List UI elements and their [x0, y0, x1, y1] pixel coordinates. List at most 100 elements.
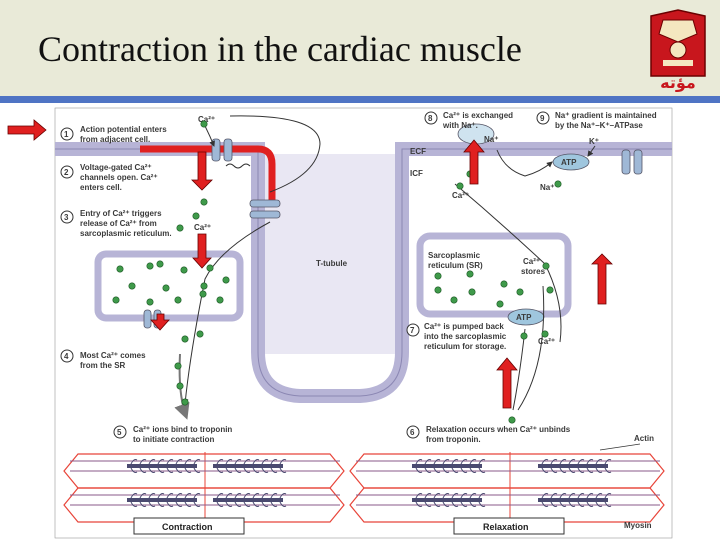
- myosin-head: [469, 493, 477, 507]
- red-arrow-left: [7, 119, 47, 141]
- svg-text:by the Na⁺–K⁺–ATPase: by the Na⁺–K⁺–ATPase: [555, 121, 643, 130]
- svg-text:5: 5: [117, 428, 122, 437]
- svg-text:Na⁺ gradient is maintained: Na⁺ gradient is maintained: [555, 111, 657, 120]
- ca-ion-dot: [496, 300, 504, 308]
- flow-arrow: [496, 149, 553, 177]
- ca-ion-dot: [456, 182, 464, 190]
- na-k-atpase: [552, 153, 590, 171]
- myosin-head: [415, 459, 423, 473]
- red-arrow-up: [463, 139, 485, 185]
- svg-text:to initiate contraction: to initiate contraction: [133, 435, 214, 444]
- flow-arrow: [204, 125, 215, 147]
- ca-release-arrow: [174, 353, 190, 420]
- step-9: 9 Na⁺ gradient is maintained by the Na⁺–…: [536, 111, 657, 130]
- svg-text:channels open. Ca²⁺: channels open. Ca²⁺: [80, 173, 158, 182]
- relaxation-label: Relaxation: [483, 522, 529, 532]
- red-arrow-down: [192, 233, 212, 269]
- red-arrow-down: [150, 313, 170, 331]
- svg-text:from troponin.: from troponin.: [426, 435, 481, 444]
- svg-text:into the sarcoplasmic: into the sarcoplasmic: [424, 332, 507, 341]
- svg-text:Ca²⁺ is pumped back: Ca²⁺ is pumped back: [424, 322, 504, 331]
- flow-arrow: [182, 221, 271, 405]
- sarcomere-relaxed: [349, 452, 665, 524]
- myosin-head: [270, 493, 278, 507]
- relaxation-box: [453, 517, 565, 535]
- svg-text:8: 8: [428, 114, 433, 123]
- svg-text:Voltage-gated Ca²⁺: Voltage-gated Ca²⁺: [80, 163, 152, 172]
- myosin-head: [225, 493, 233, 507]
- step-7: 7 Ca²⁺ is pumped back into the sarcoplas…: [406, 322, 507, 351]
- ca-ion-dot: [468, 288, 476, 296]
- svg-text:3: 3: [64, 213, 69, 222]
- myosin-head: [130, 493, 138, 507]
- myosin-head: [175, 493, 183, 507]
- myosin-head: [139, 459, 147, 473]
- myosin-head: [433, 459, 441, 473]
- contraction-label: Contraction: [162, 522, 213, 532]
- red-arrow-up: [496, 357, 518, 409]
- myosin-head: [586, 493, 594, 507]
- receptor-block: [249, 199, 281, 208]
- sr-label: Sarcoplasmic: [428, 251, 481, 260]
- receptor-block: [249, 210, 281, 219]
- myosin-head: [279, 493, 287, 507]
- myosin-head: [559, 493, 567, 507]
- ca-ion-dot: [192, 212, 200, 220]
- myosin-head: [442, 493, 450, 507]
- actin-leader: [599, 443, 641, 451]
- sarcoplasmic-reticulum-left: [94, 250, 244, 322]
- sr-atp-label: ATP: [516, 313, 532, 322]
- myosin-head: [460, 459, 468, 473]
- myosin-head: [243, 459, 251, 473]
- step-1: 1 Action potential enters from adjacent …: [60, 125, 167, 144]
- myosin-head: [586, 459, 594, 473]
- channel-gate-coil: [225, 163, 251, 169]
- ca-ion-dot: [181, 335, 189, 343]
- myosin-head: [577, 493, 585, 507]
- myosin-head: [478, 493, 486, 507]
- ca-ion-dot: [541, 330, 549, 338]
- myosin-head: [595, 493, 603, 507]
- ca-ion-label: Ca²⁺: [198, 115, 215, 124]
- sarcomere-contracted: [63, 452, 345, 524]
- logo-lettering: مؤته: [660, 73, 696, 92]
- actin-label: Actin: [634, 434, 654, 443]
- ca-ion-dot: [181, 398, 189, 406]
- red-arrow-down: [191, 151, 213, 191]
- svg-text:Relaxation occurs when Ca²⁺ un: Relaxation occurs when Ca²⁺ unbinds: [426, 425, 571, 434]
- myosin-head: [270, 459, 278, 473]
- sr-label: reticulum (SR): [428, 261, 483, 270]
- ca-channel: [211, 138, 221, 162]
- ca-ion-dot: [434, 286, 442, 294]
- myosin-head: [184, 493, 192, 507]
- ca-ion-dot: [156, 260, 164, 268]
- myosin-head: [184, 459, 192, 473]
- sr-release-channel: [143, 309, 152, 329]
- ca-ion-dot: [174, 296, 182, 304]
- ca-ion-dot: [216, 296, 224, 304]
- flow-arrow: [587, 145, 596, 157]
- myosin-head: [252, 459, 260, 473]
- step-5: 5 Ca²⁺ ions bind to troponin to initiate…: [113, 425, 232, 444]
- myosin-head: [469, 459, 477, 473]
- ca-ion-label: Ca²⁺: [452, 191, 469, 200]
- ca-ion-dot: [146, 262, 154, 270]
- ca-ion-dot: [546, 286, 554, 294]
- cardiac-contraction-diagram: T-tubule ECF ICF Sarcoplasmic reticulum …: [7, 107, 673, 539]
- svg-text:2: 2: [64, 168, 69, 177]
- myosin-head: [130, 459, 138, 473]
- na-ion-label: Na⁺: [540, 183, 554, 192]
- ca-ion-dot: [516, 288, 524, 296]
- myosin-head: [193, 459, 201, 473]
- ca-ion-dot: [200, 120, 208, 128]
- step-6: 6 Relaxation occurs when Ca²⁺ unbinds fr…: [406, 425, 571, 444]
- myosin-head: [261, 493, 269, 507]
- myosin-head: [175, 459, 183, 473]
- step-3: 3 Entry of Ca²⁺ triggers release of Ca²⁺…: [60, 209, 172, 238]
- svg-text:Entry of Ca²⁺ triggers: Entry of Ca²⁺ triggers: [80, 209, 162, 218]
- ca-ion-dot: [116, 265, 124, 273]
- university-logo: مؤته: [650, 9, 706, 92]
- ca-ion-dot: [128, 282, 136, 290]
- ca-ion-label: Ca²⁺: [538, 337, 555, 346]
- myosin-head: [460, 493, 468, 507]
